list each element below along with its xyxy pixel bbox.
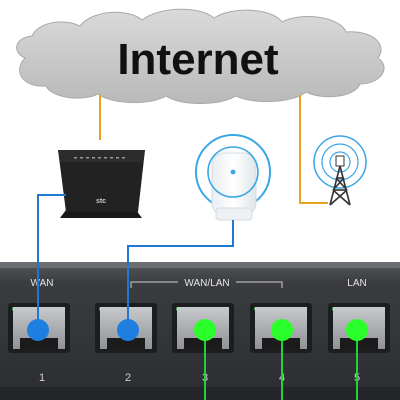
cloud-icon: Internet <box>16 8 385 104</box>
router-leds <box>74 157 125 159</box>
port-number: 1 <box>39 372 45 384</box>
access-point-to-port-2-cable <box>127 220 234 330</box>
port-5-indicator <box>346 319 368 341</box>
tower-internet-link <box>299 95 328 204</box>
wireless-access-point-icon <box>195 134 271 221</box>
wan-lan-bracket <box>130 281 283 288</box>
router-icon: stc <box>58 150 145 218</box>
port-2-indicator <box>117 319 139 341</box>
wan-cables <box>27 194 234 341</box>
cell-tower-icon <box>313 135 367 206</box>
port-number: 2 <box>125 372 131 384</box>
wan-lan-group-label: WAN/LAN <box>184 278 229 289</box>
internet-links <box>99 95 328 204</box>
wan-group-label: WAN <box>31 278 54 289</box>
lan-group-label: LAN <box>347 278 366 289</box>
router-brand: stc <box>96 198 106 205</box>
router-to-port-1-cable <box>37 194 66 330</box>
port-3-indicator <box>194 319 216 341</box>
lan-cables <box>194 319 368 400</box>
port-1-indicator <box>27 319 49 341</box>
internet-label: Internet <box>117 35 279 84</box>
port-4-indicator <box>271 319 293 341</box>
